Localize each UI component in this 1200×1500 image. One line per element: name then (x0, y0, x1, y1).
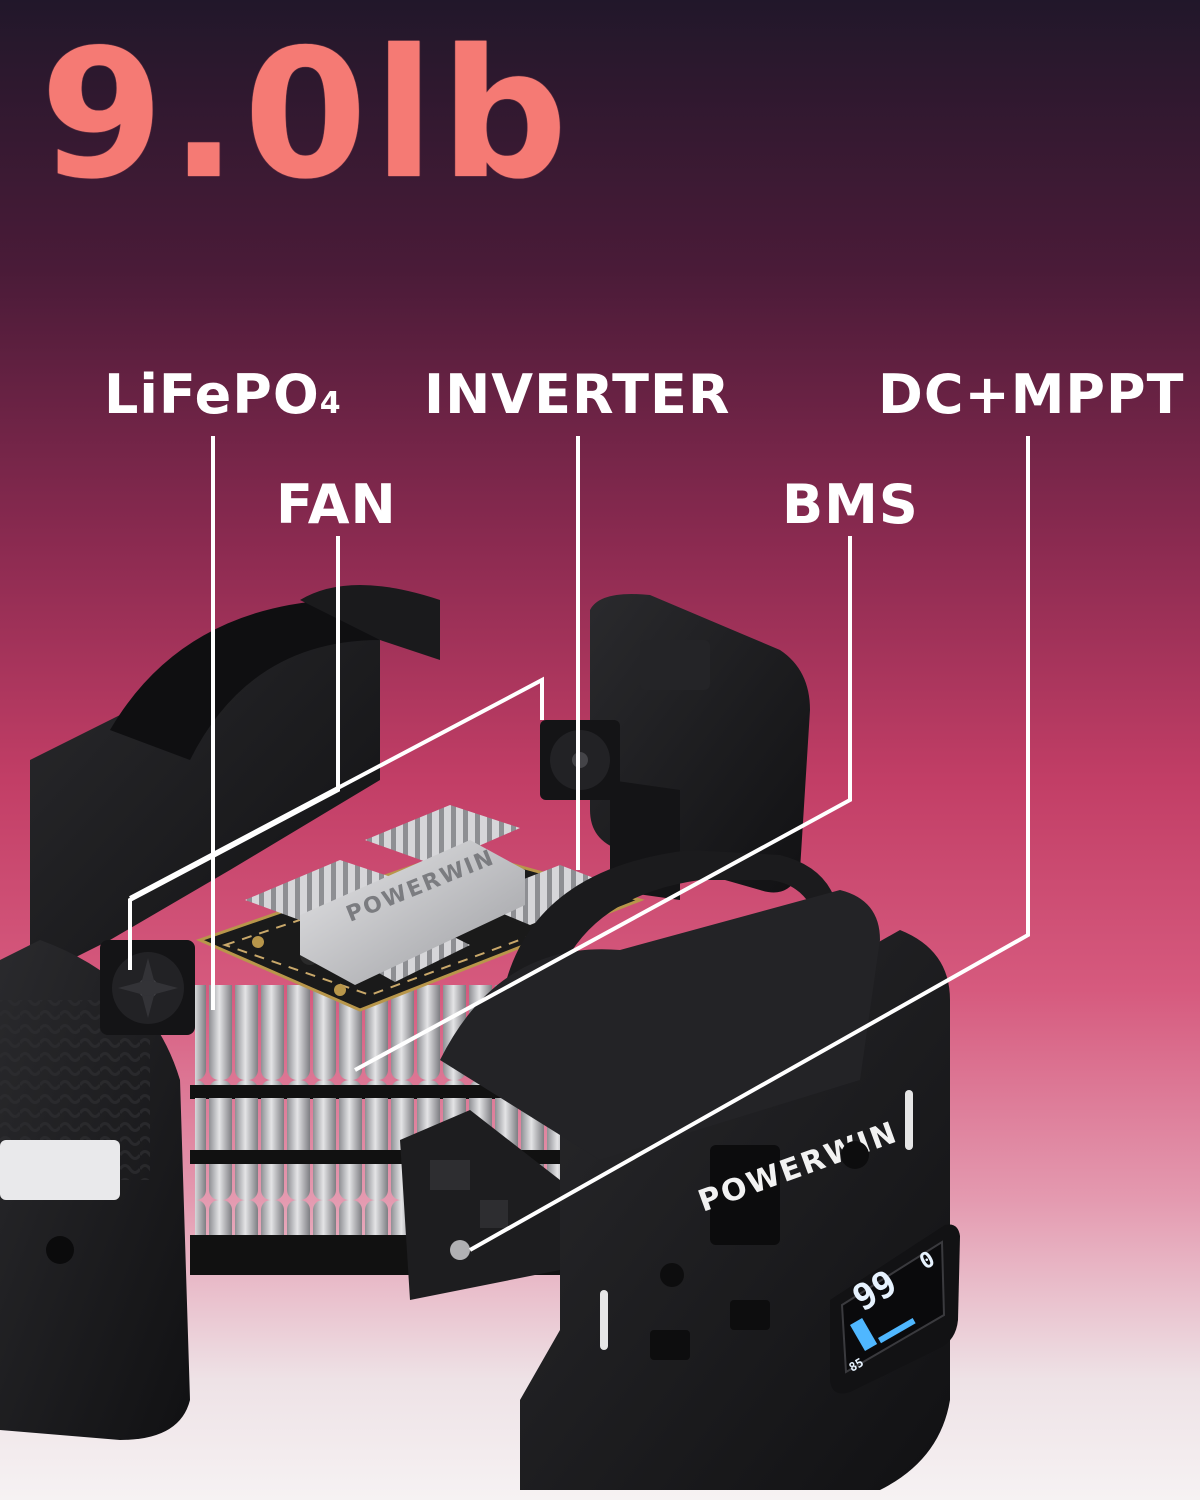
callout-inverter: INVERTER (424, 363, 731, 426)
callout-fan: FAN (276, 473, 397, 536)
callout-bms: BMS (782, 473, 919, 536)
callout-lifepo4: LiFePO4 (104, 368, 342, 422)
dc-mppt-board (400, 1110, 560, 1300)
leader-line-dc-mppt (469, 436, 1030, 1252)
inverter-heatsinks: POWERWIN (245, 805, 620, 985)
leader-line-fan-secondary (129, 676, 544, 900)
callout-dc-mppt: DC+MPPT (878, 363, 1185, 426)
leader-lines (128, 436, 1030, 1252)
fan-icon (100, 940, 195, 1035)
leader-line-bms (354, 536, 852, 1072)
weight-headline: 9.0lb (40, 11, 574, 218)
callout-lifepo4-subscript: 4 (319, 386, 342, 421)
callout-lifepo4-main: LiFePO (104, 363, 320, 426)
rear-casing (30, 585, 440, 980)
left-side-panel (0, 940, 190, 1440)
lcd-percent-value: 85 (847, 1355, 867, 1374)
